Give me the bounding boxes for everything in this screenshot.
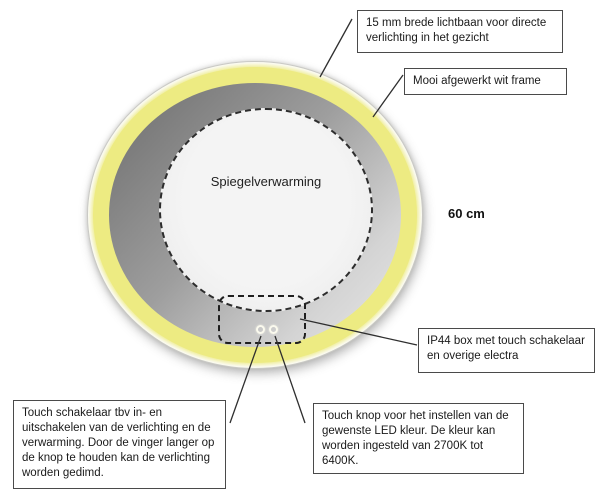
callout-light-band: 15 mm brede lichtbaan voor directe verli… [357, 10, 563, 53]
callout-touch-color: Touch knop voor het instellen van de gew… [313, 403, 524, 474]
diameter-label: 60 cm [448, 206, 485, 221]
heating-area-label: Spiegelverwarming [210, 174, 322, 189]
ip44-box-outline [218, 295, 306, 344]
mirror-heating-area [159, 108, 373, 312]
callout-white-frame: Mooi afgewerkt wit frame [404, 68, 567, 95]
callout-touch-switch: Touch schakelaar tbv in- en uitschakelen… [13, 400, 226, 489]
touch-switch-button [256, 325, 265, 334]
leader-line-light-band [319, 18, 353, 78]
callout-ip44-box: IP44 box met touch schakelaar en overige… [418, 328, 595, 373]
touch-color-button [269, 325, 278, 334]
